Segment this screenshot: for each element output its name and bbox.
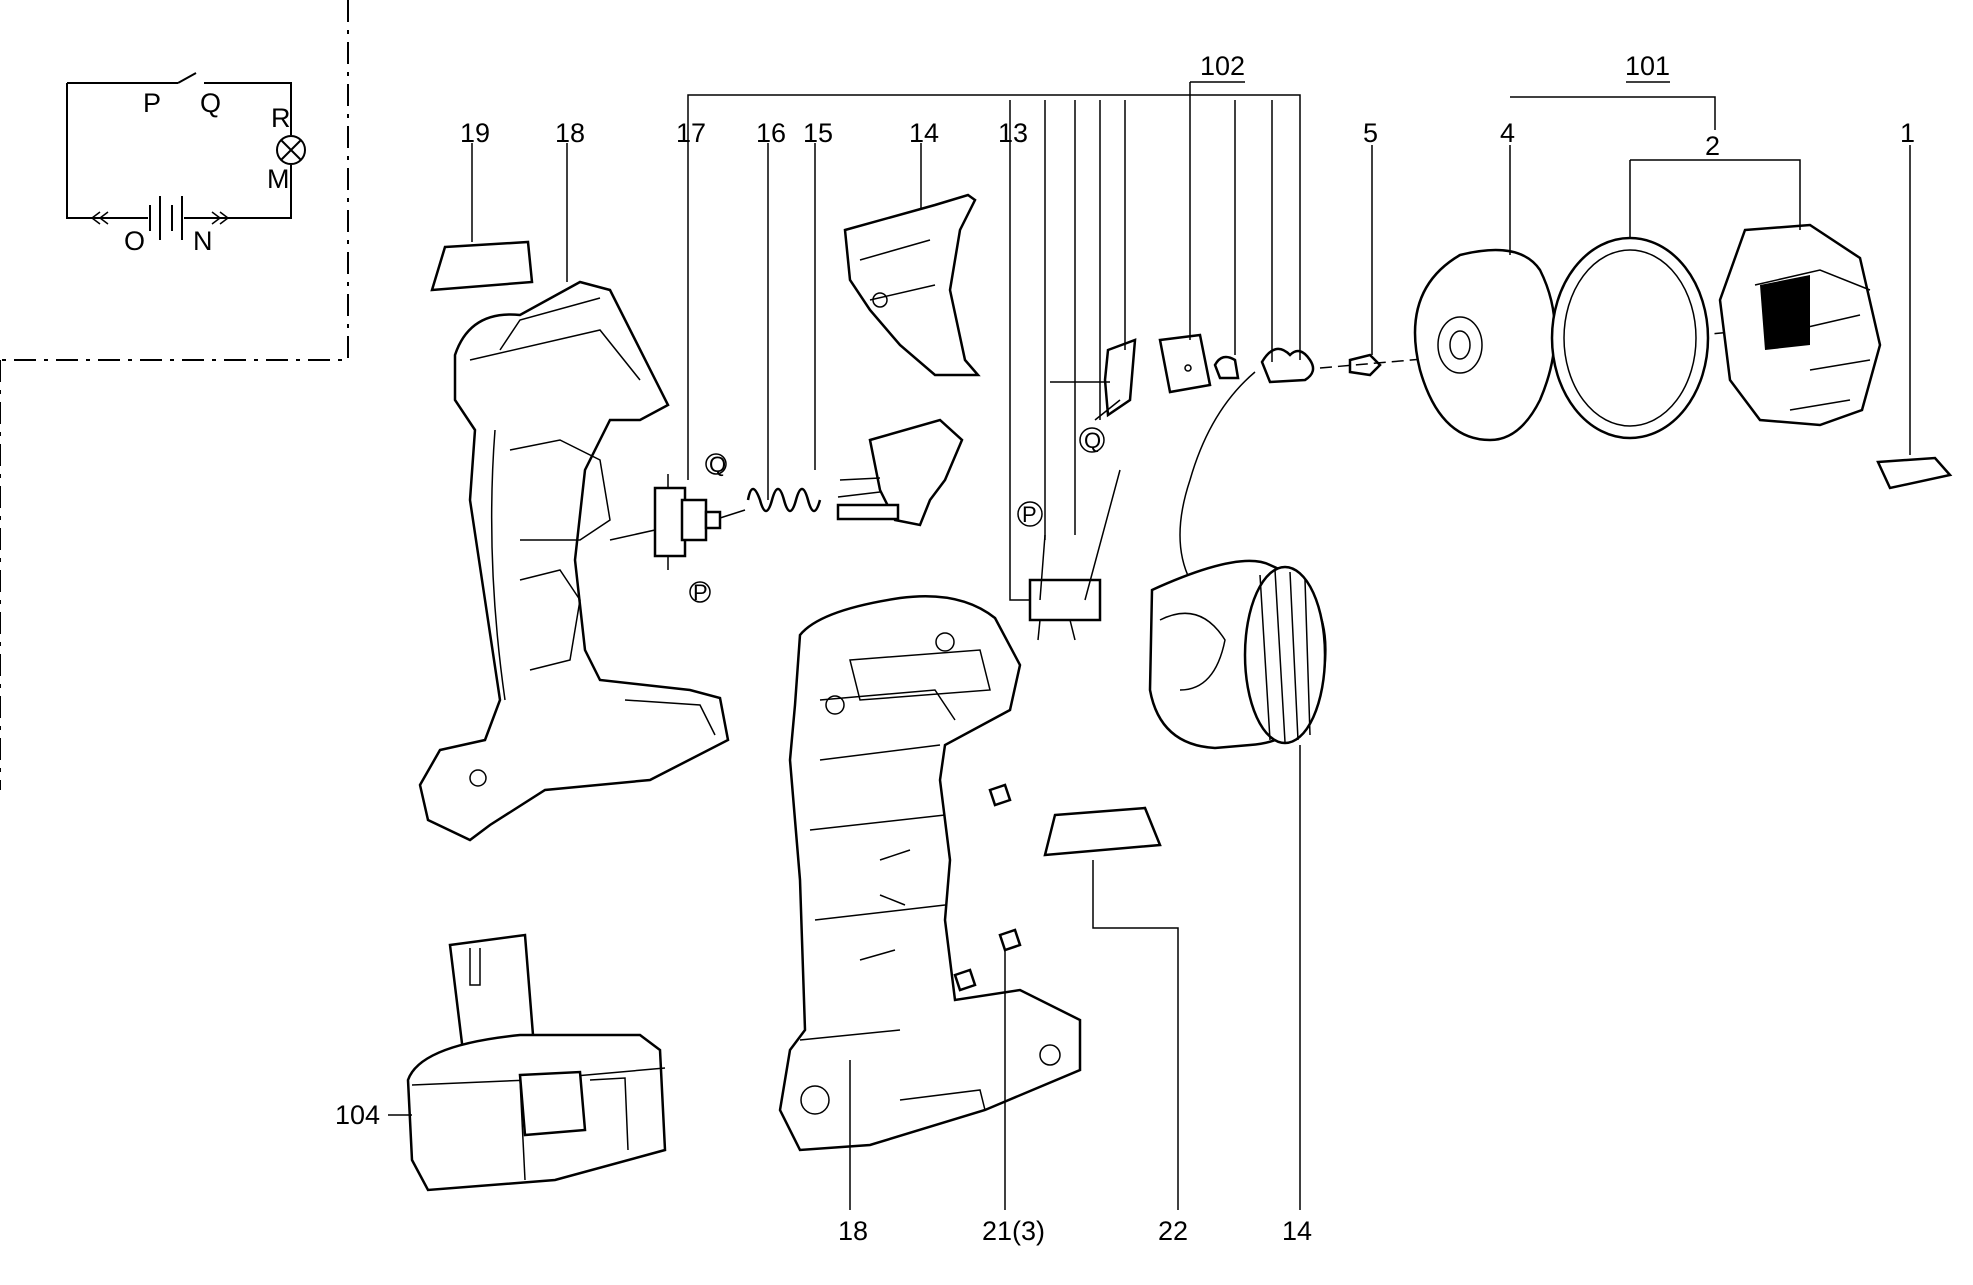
spring-16 bbox=[746, 487, 822, 513]
callout-2: 2 bbox=[1705, 131, 1720, 161]
wiring-schematic: P Q R M O N bbox=[0, 0, 349, 790]
lens-ring-2 bbox=[1550, 236, 1710, 440]
label-plate-right bbox=[1876, 456, 1953, 490]
switch-label-p: P bbox=[143, 88, 161, 118]
callout-18-top: 18 bbox=[555, 118, 585, 148]
lamp-label-r: R bbox=[271, 103, 291, 133]
callout-102: 102 bbox=[1200, 51, 1245, 81]
leader-lines bbox=[388, 81, 1911, 1210]
callout-13: 13 bbox=[998, 118, 1028, 148]
battery-contacts-13: P Q bbox=[1017, 338, 1137, 641]
battery-label-n: N bbox=[193, 226, 213, 256]
callout-15: 15 bbox=[803, 118, 833, 148]
battery-label-o: O bbox=[124, 226, 145, 256]
housing-right-18 bbox=[778, 595, 1082, 1152]
callout-numbers: 19 18 17 16 15 14 13 102 5 101 4 2 1 104… bbox=[335, 51, 1915, 1246]
terminal-mark-p-switch: P bbox=[693, 580, 708, 605]
battery-pack-104 bbox=[406, 933, 667, 1192]
bulb-assembly-102 bbox=[1158, 333, 1315, 581]
callout-18-bottom: 18 bbox=[838, 1216, 868, 1246]
callout-5: 5 bbox=[1363, 118, 1378, 148]
reflector-4 bbox=[1413, 248, 1557, 442]
battery-symbol bbox=[90, 196, 230, 240]
switch-17: Q P bbox=[609, 452, 727, 605]
callout-19: 19 bbox=[460, 118, 490, 148]
terminal-mark-q-switch: Q bbox=[709, 452, 726, 477]
label-plate-19 bbox=[430, 240, 534, 292]
callout-14-bottom: 14 bbox=[1282, 1216, 1312, 1246]
terminal-mark-q-contact: Q bbox=[1084, 428, 1101, 453]
lamp-label-m: M bbox=[267, 164, 290, 194]
callout-104: 104 bbox=[335, 1100, 380, 1130]
lamp-head-14-bottom bbox=[1148, 559, 1327, 750]
callout-101: 101 bbox=[1625, 51, 1670, 81]
trigger-15 bbox=[836, 418, 964, 527]
switch-label-q: Q bbox=[200, 88, 221, 118]
callout-1: 1 bbox=[1900, 118, 1915, 148]
terminal-mark-p-contact: P bbox=[1022, 502, 1037, 527]
housing-half-left-18 bbox=[418, 280, 730, 842]
callout-16: 16 bbox=[756, 118, 786, 148]
callout-17: 17 bbox=[676, 118, 706, 148]
callout-22: 22 bbox=[1158, 1216, 1188, 1246]
label-plate-22 bbox=[1043, 806, 1162, 857]
callout-21: 21(3) bbox=[982, 1216, 1045, 1246]
callout-14-top: 14 bbox=[909, 118, 939, 148]
lamp-housing-piece-14-top bbox=[843, 193, 981, 377]
screws-21 bbox=[953, 783, 1022, 992]
head-bezel-1 bbox=[1718, 223, 1882, 427]
callout-4: 4 bbox=[1500, 118, 1515, 148]
bulb-5 bbox=[1348, 353, 1382, 377]
lamp-symbol bbox=[276, 135, 306, 165]
